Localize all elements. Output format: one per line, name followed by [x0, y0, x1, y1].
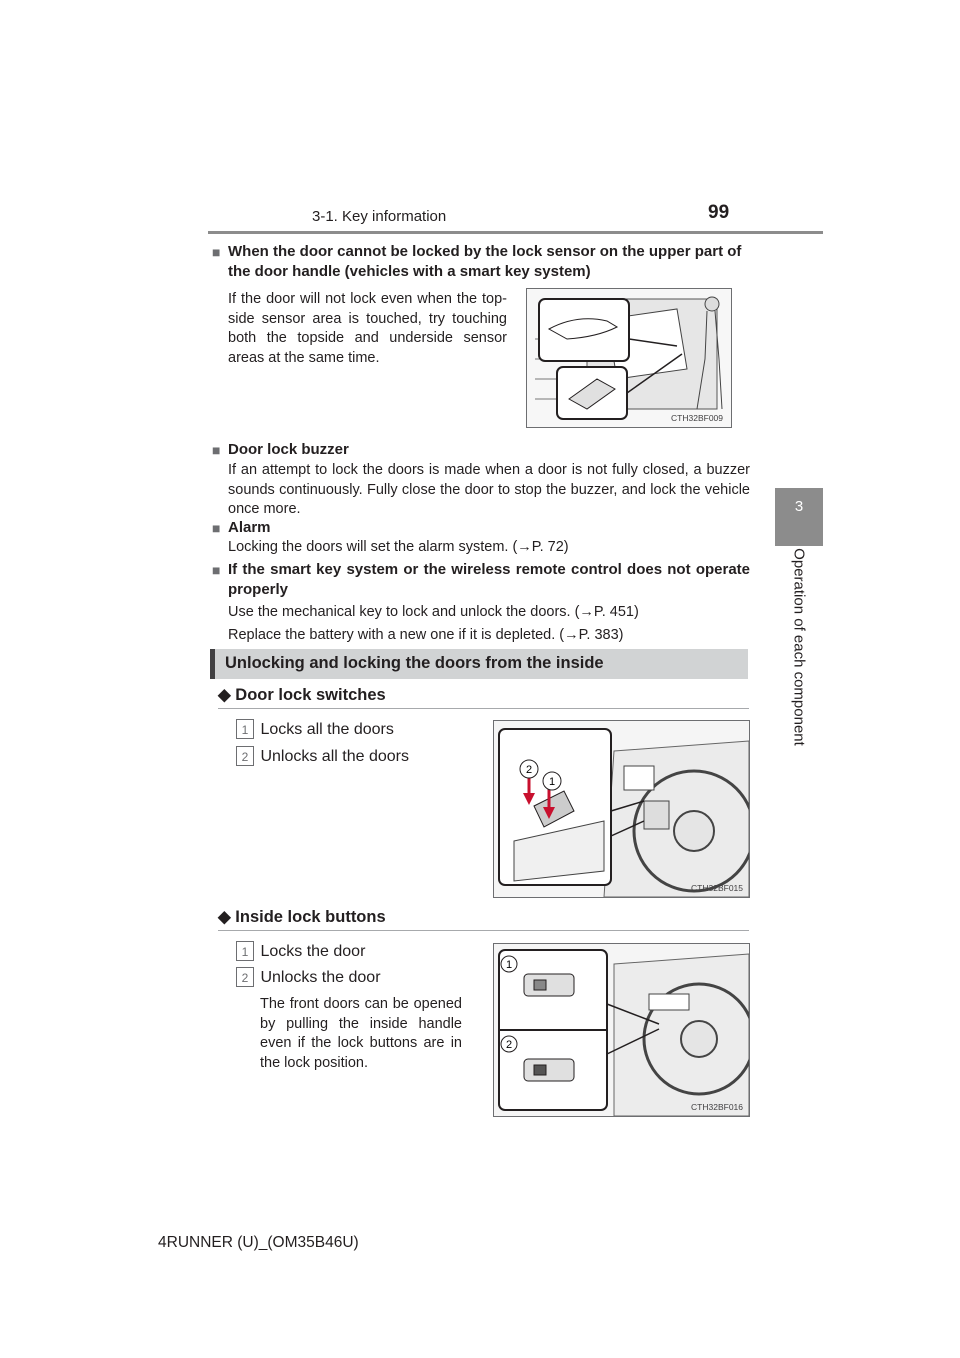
- step-text: Unlocks all the doors: [260, 748, 409, 765]
- figure-code: CTH32BF016: [691, 1102, 743, 1112]
- header-divider: [208, 231, 823, 234]
- step-item: 2 Unlocks all the doors: [236, 746, 409, 766]
- step-item: 1 Locks all the doors: [236, 719, 394, 739]
- note-heading: When the door cannot be locked by the lo…: [228, 243, 742, 280]
- note-alarm: ■ Alarm Locking the doors will set the a…: [212, 518, 750, 558]
- svg-text:1: 1: [549, 776, 555, 788]
- step-text: Locks the door: [260, 943, 366, 960]
- smart-key-door-handle-figure: CTH32BF009: [526, 288, 732, 428]
- door-lock-switch-figure: 2 1 CTH32BF015: [493, 720, 750, 898]
- section-title: Unlocking and locking the doors from the…: [225, 654, 604, 672]
- note-heading: Door lock buzzer: [228, 441, 349, 458]
- subsection-divider: [218, 708, 749, 709]
- step-number-badge: 1: [236, 941, 254, 961]
- subsection-title: ◆ Door lock switches: [218, 685, 386, 705]
- square-bullet-icon: ■: [212, 520, 221, 536]
- subsection-title: ◆ Inside lock buttons: [218, 907, 386, 927]
- note-body: Locking the doors will set the alarm sys…: [228, 539, 569, 555]
- svg-text:2: 2: [506, 1039, 512, 1051]
- subsection-title-text: Door lock switches: [235, 686, 386, 704]
- step-number-badge: 2: [236, 967, 254, 987]
- step-number-badge: 1: [236, 719, 254, 739]
- svg-text:1: 1: [506, 959, 512, 971]
- diamond-bullet-icon: ◆: [218, 908, 231, 926]
- step-text: Locks all the doors: [260, 721, 394, 738]
- square-bullet-icon: ■: [212, 442, 221, 458]
- note-smart-key-malfunction: ■ If the smart key system or the wireles…: [212, 560, 750, 645]
- svg-text:2: 2: [526, 764, 532, 776]
- note-door-lock-buzzer: ■ Door lock buzzer If an attempt to lock…: [212, 440, 750, 520]
- note-body: If an attempt to lock the doors is made …: [228, 462, 750, 517]
- diamond-bullet-icon: ◆: [218, 686, 231, 704]
- section-breadcrumb: 3-1. Key information: [312, 208, 447, 225]
- footer-model-code: 4RUNNER (U)_(OM35B46U): [158, 1234, 359, 1251]
- step-number-badge: 2: [236, 746, 254, 766]
- note-heading: If the smart key system or the wireless …: [228, 561, 750, 598]
- note-heading: Alarm: [228, 519, 271, 536]
- chapter-tab-text: Operation of each component: [790, 548, 808, 746]
- figure-code: CTH32BF009: [671, 413, 723, 423]
- step-item: 2 Unlocks the door: [236, 967, 381, 987]
- page-number: 99: [708, 202, 730, 223]
- step-text: Unlocks the door: [260, 969, 381, 986]
- section-title-bar: Unlocking and locking the doors from the…: [210, 649, 748, 679]
- square-bullet-icon: ■: [212, 244, 221, 260]
- subsection-divider: [218, 930, 749, 931]
- figure-code: CTH32BF015: [691, 883, 743, 893]
- subsection-title-text: Inside lock buttons: [235, 908, 386, 926]
- chapter-tab-number: 3: [775, 488, 823, 546]
- square-bullet-icon: ■: [212, 562, 221, 578]
- note-body: If the door will not lock even when the …: [228, 291, 507, 366]
- note-body: Use the mechanical key to lock and unloc…: [228, 604, 639, 620]
- inside-lock-button-figure: 1 2 CTH32BF016: [493, 943, 750, 1117]
- note-lock-sensor: ■ When the door cannot be locked by the …: [212, 242, 750, 282]
- chapter-tab-label: Operation of each component: [775, 547, 823, 747]
- step-item: 1 Locks the door: [236, 941, 365, 961]
- inside-lock-note: The front doors can be opened by pulling…: [260, 996, 462, 1071]
- note-body-2: Replace the battery with a new one if it…: [228, 626, 624, 643]
